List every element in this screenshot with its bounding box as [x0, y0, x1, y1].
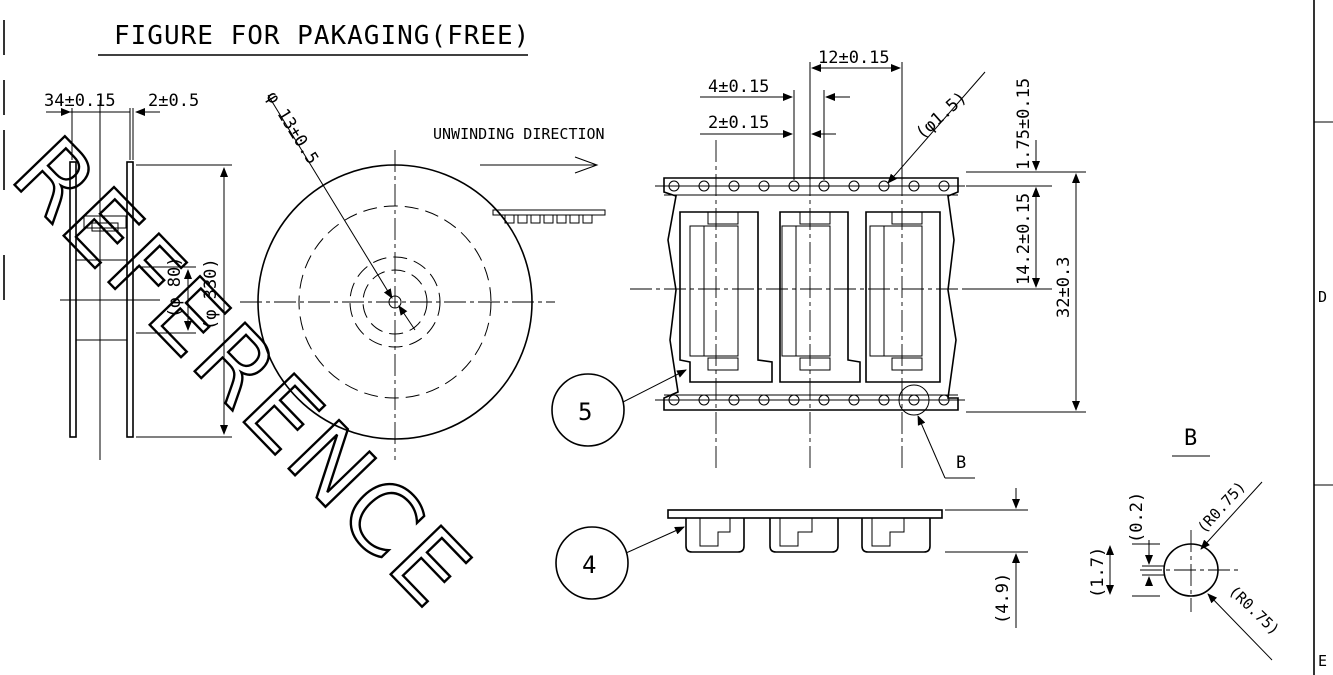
tape-leaving-reel — [492, 209, 606, 224]
dim-reel-width: 34±0.15 — [44, 91, 116, 111]
dim-radius-bottom: (R0.75) — [1225, 582, 1283, 639]
carrier-tape-side-view: (4.9) 4 — [555, 488, 1028, 628]
pocket-3 — [865, 211, 941, 383]
detail-b-view: B (0.2) (1.7) (R0.75) (R0.75) — [1088, 426, 1283, 661]
pocket-1 — [679, 211, 773, 383]
reference-watermark: REFERENCE — [0, 116, 493, 630]
detail-b-title: B — [1184, 426, 1197, 451]
dim-tape-width: 32±0.3 — [1054, 257, 1074, 318]
dim-hub-diameter: (φ 80) — [165, 257, 185, 318]
dim-hole-pitch: 4±0.15 — [708, 77, 769, 97]
zone-d-label: D — [1318, 288, 1327, 306]
detail-b-ref: B — [956, 453, 966, 473]
unwinding-direction-label: UNWINDING DIRECTION — [433, 125, 605, 143]
right-frame: D E — [1313, 0, 1333, 675]
dim-pocket-pitch: 12±0.15 — [818, 48, 890, 68]
dim-hole-diameter: (φ1.5) — [912, 88, 971, 144]
dim-arbor-hole: φ 13±0.5 — [262, 88, 322, 168]
dim-reel-diameter: (φ 330) — [201, 258, 221, 330]
dim-radius-top: (R0.75) — [1194, 478, 1250, 537]
callout-4-circle — [555, 526, 629, 600]
page-title: FIGURE FOR PAKAGING(FREE) — [114, 21, 530, 51]
dim-detail-height: (1.7) — [1088, 547, 1108, 598]
dim-hole-center: 14.2±0.15 — [1014, 193, 1034, 285]
dim-flange: 2±0.5 — [148, 91, 199, 111]
dim-hole-to-pocket: 2±0.15 — [708, 113, 769, 133]
callout-5-circle — [551, 373, 625, 447]
dim-pocket-depth: (4.9) — [993, 573, 1013, 624]
dim-detail-gap: (0.2) — [1127, 492, 1147, 543]
carrier-tape-top-view: 12±0.15 4±0.15 2±0.15 (φ1.5) 1.75±0.15 1… — [551, 48, 1086, 479]
pocket-2 — [779, 211, 861, 383]
dim-hole-edge: 1.75±0.15 — [1014, 78, 1034, 170]
callout-4-label: 4 — [582, 551, 596, 579]
reel-side-view: 34±0.15 2±0.5 (φ 80) (φ 330) — [44, 91, 232, 460]
callout-5-label: 5 — [578, 398, 592, 426]
zone-e-label: E — [1318, 652, 1327, 670]
